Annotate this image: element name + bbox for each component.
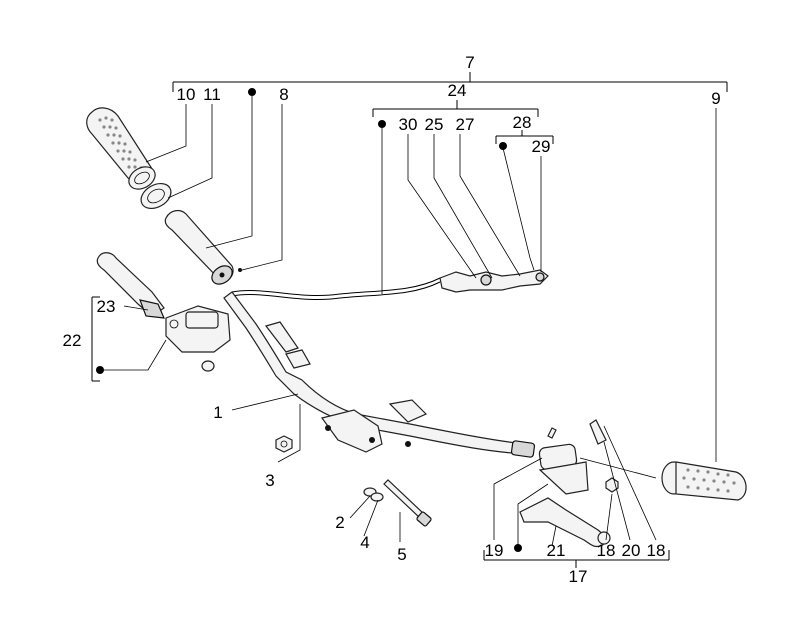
label-8: 8 [279, 85, 288, 104]
part-labels: 7 10 11 8 24 9 30 25 27 28 29 23 22 1 3 … [63, 53, 721, 586]
label-18-left: 18 [597, 541, 616, 560]
right-clamp [538, 427, 589, 495]
leader-lines [100, 96, 717, 548]
label-22: 22 [63, 331, 82, 350]
label-23: 23 [97, 297, 116, 316]
label-2: 2 [335, 513, 344, 532]
dot-markers [96, 88, 522, 552]
label-19: 19 [485, 541, 504, 560]
washer-ring [140, 182, 172, 210]
label-28: 28 [513, 113, 532, 132]
throttle-cable [231, 269, 549, 301]
label-20: 20 [622, 541, 641, 560]
label-11: 11 [203, 85, 221, 104]
left-grip [86, 107, 156, 190]
bracket-17 [483, 550, 670, 568]
adjuster-screw [589, 419, 619, 493]
bracket-7 [172, 72, 728, 92]
label-18-right: 18 [647, 541, 666, 560]
label-1: 1 [213, 403, 222, 422]
label-24: 24 [448, 81, 467, 100]
label-29: 29 [532, 137, 551, 156]
left-brake-lever [96, 252, 165, 319]
bracket-28 [495, 130, 554, 144]
right-grip [661, 461, 747, 501]
throttle-tube [164, 209, 242, 285]
label-5: 5 [397, 545, 406, 564]
handlebar-clamp [320, 399, 428, 453]
right-brake-lever [519, 497, 611, 548]
label-27: 27 [456, 115, 475, 134]
label-25: 25 [425, 115, 444, 134]
bracket-22 [91, 296, 100, 382]
label-17: 17 [569, 567, 588, 586]
label-4: 4 [360, 533, 369, 552]
bolt [383, 479, 432, 527]
handlebar-tube [223, 291, 536, 458]
nut [275, 435, 293, 453]
label-9: 9 [711, 89, 720, 108]
label-21: 21 [547, 541, 566, 560]
master-cylinder [165, 305, 231, 372]
label-7: 7 [465, 53, 474, 72]
label-3: 3 [265, 471, 274, 490]
bracket-24 [372, 100, 539, 117]
label-30: 30 [399, 115, 418, 134]
label-10: 10 [177, 85, 196, 104]
